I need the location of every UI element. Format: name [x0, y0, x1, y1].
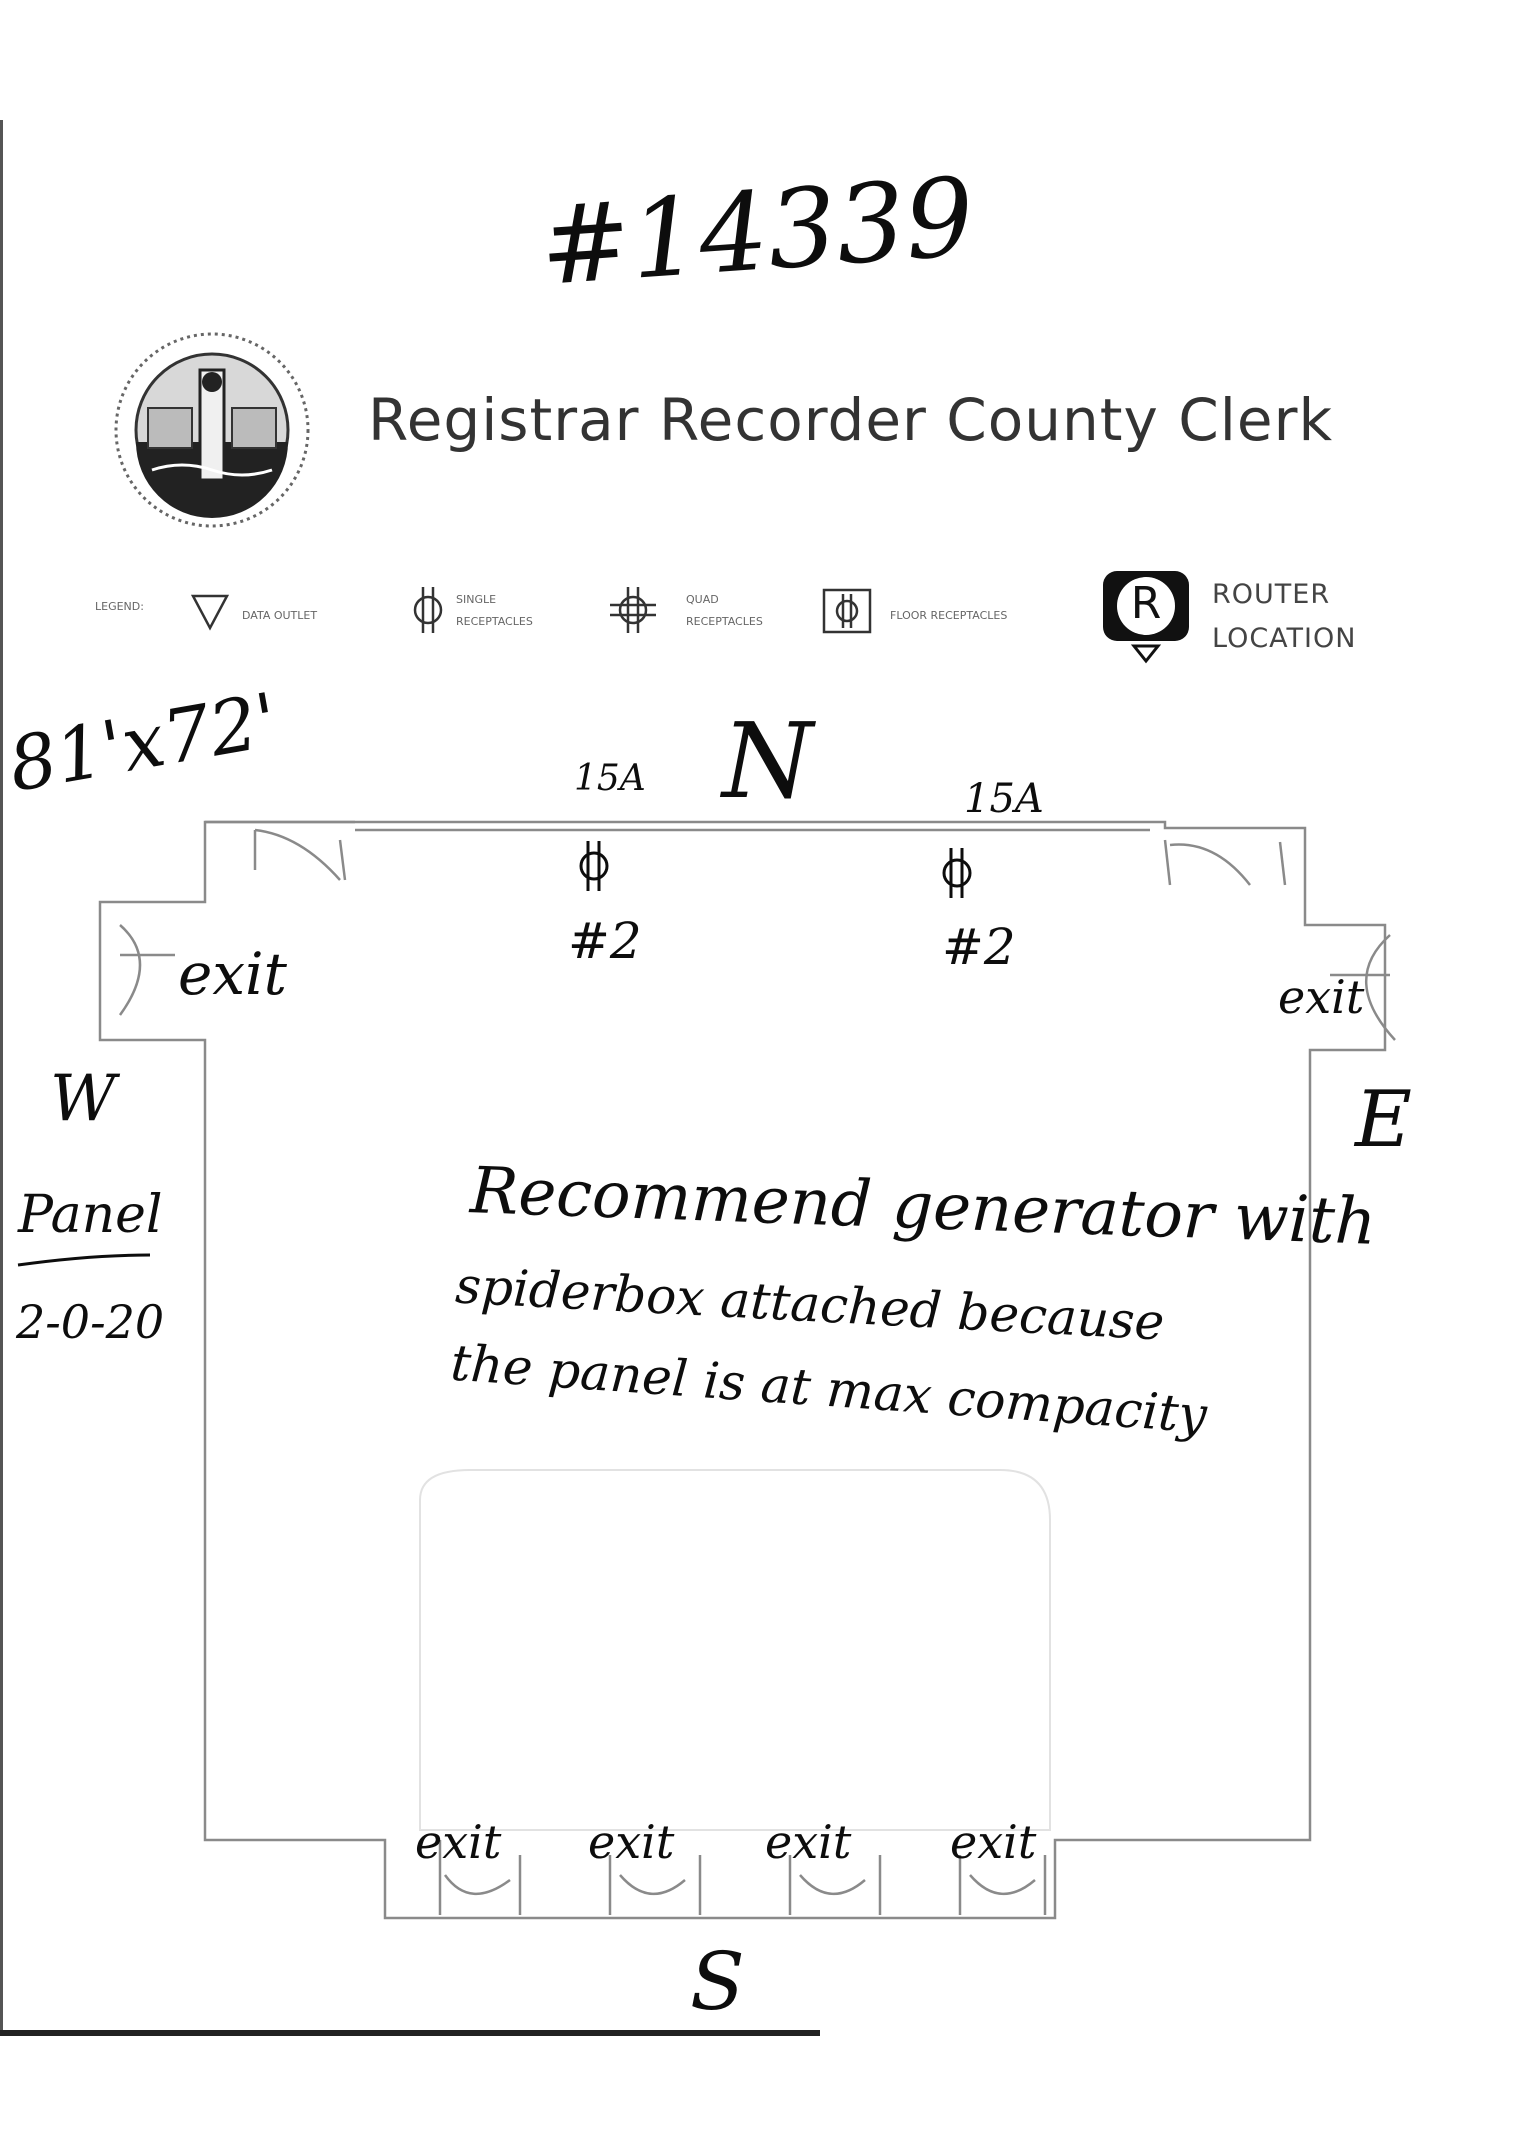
- router-label-line1: ROUTER: [1212, 579, 1331, 610]
- page-title: Registrar Recorder County Clerk: [368, 386, 1334, 454]
- exit-south-3: exit: [765, 1815, 852, 1869]
- panel-location: 2-0-20: [16, 1295, 165, 1349]
- exit-west-label: exit: [178, 940, 287, 1008]
- outlet-right-number: #2: [942, 918, 1016, 976]
- legend-quad-line2: RECEPTACLES: [686, 615, 763, 628]
- county-seal-icon: [112, 330, 312, 530]
- legend-floor-receptacles: FLOOR RECEPTACLES: [890, 609, 1008, 622]
- legend-single-line2: RECEPTACLES: [456, 615, 533, 628]
- quad-receptacle-icon: [608, 585, 658, 635]
- outlet-left-number: #2: [568, 912, 642, 970]
- router-label-line2: LOCATION: [1212, 623, 1357, 654]
- router-location-icon: R: [1100, 568, 1192, 664]
- legend-label: LEGEND:: [95, 600, 144, 613]
- scan-edge: [0, 2030, 820, 2036]
- router-letter: R: [1130, 578, 1162, 629]
- compass-south: S: [690, 1935, 745, 2028]
- scan-edge-left: [0, 120, 3, 2030]
- compass-east: E: [1355, 1075, 1412, 1165]
- legend-quad-line1: QUAD: [686, 593, 719, 606]
- exit-east-label: exit: [1278, 970, 1365, 1024]
- compass-north: N: [722, 700, 813, 822]
- outlet-left-amp: 15A: [574, 758, 646, 799]
- exit-south-1: exit: [415, 1815, 502, 1869]
- exit-south-2: exit: [588, 1815, 675, 1869]
- legend-data-outlet: DATA OUTLET: [242, 609, 318, 622]
- compass-west: W: [50, 1062, 116, 1136]
- exit-south-4: exit: [950, 1815, 1037, 1869]
- outlet-right-amp: 15A: [964, 776, 1044, 822]
- floor-receptacle-icon: [822, 588, 872, 634]
- data-outlet-icon: [190, 592, 230, 632]
- single-receptacle-icon: [410, 585, 446, 635]
- panel-label: Panel: [18, 1185, 163, 1245]
- receptacle-north-right-icon: [935, 845, 979, 901]
- receptacle-north-left-icon: [572, 838, 616, 894]
- legend-single-line1: SINGLE: [456, 593, 497, 606]
